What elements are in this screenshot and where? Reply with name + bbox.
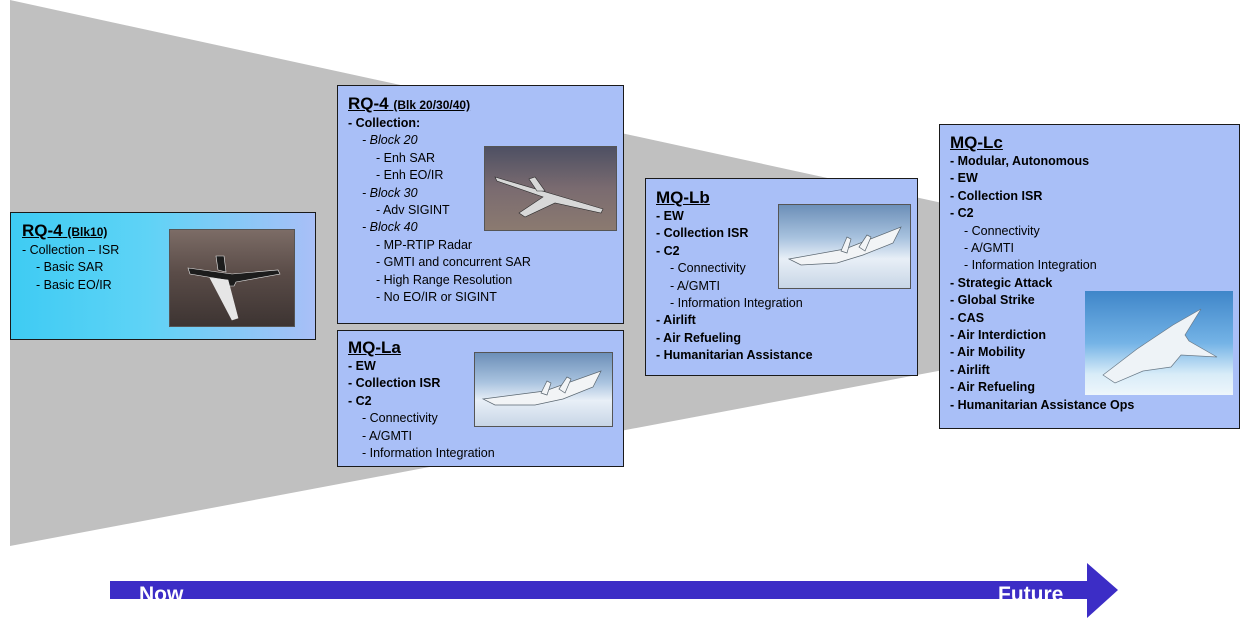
list-item: - No EO/IR or SIGINT — [376, 290, 497, 305]
card-title: MQ-La — [348, 338, 401, 357]
list-item: - Block 30 — [362, 185, 418, 200]
list-item: - Connectivity — [964, 223, 1040, 238]
list-item: - Block 40 — [362, 220, 418, 235]
list-item: - Strategic Attack — [950, 275, 1053, 290]
card-title: RQ-4 (Blk 20/30/40) — [348, 94, 471, 113]
mq-la-blended-wing-photo — [474, 352, 613, 427]
rq4-global-hawk-photo — [169, 229, 295, 327]
list-item: - Connectivity — [362, 411, 438, 426]
list-item: - A/GMTI — [362, 428, 412, 443]
list-item: - Air Interdiction — [950, 328, 1047, 343]
list-item: - Collection ISR — [656, 226, 749, 241]
list-item: - Enh SAR — [376, 150, 436, 165]
list-item: - C2 — [348, 393, 372, 408]
list-item: - Airlift — [950, 362, 990, 377]
timeline-arrow-shape — [110, 563, 1118, 618]
list-item: - A/GMTI — [670, 278, 720, 293]
list-item: - Basic EO/IR — [36, 277, 112, 292]
list-item: - Air Refueling — [950, 380, 1035, 395]
list-item: - C2 — [656, 243, 680, 258]
timeline-future-label: Future — [998, 583, 1064, 606]
list-item: - Connectivity — [670, 261, 746, 276]
list-item: - EW — [950, 171, 978, 186]
list-item: - EW — [656, 209, 684, 223]
list-item: - CAS — [950, 310, 985, 325]
card-mq-la: MQ-La - EW - Collection ISR - C2 - Conne… — [337, 330, 624, 467]
list-item: - A/GMTI — [964, 241, 1014, 256]
list-item: - EW — [348, 359, 376, 373]
list-item: - Adv SIGINT — [376, 203, 450, 218]
list-item: - MP-RTIP Radar — [376, 237, 473, 252]
list-item: - Collection ISR — [348, 376, 441, 391]
card-rq4-blk20-30-40: RQ-4 (Blk 20/30/40) - Collection: - Bloc… — [337, 85, 624, 324]
list-item: - Global Strike — [950, 293, 1035, 308]
card-mq-lb: MQ-Lb - EW - Collection ISR - C2 - Conne… — [645, 178, 918, 376]
card-title: RQ-4 (Blk10) — [22, 221, 108, 240]
card-title: MQ-Lc — [950, 133, 1003, 152]
list-item: - Collection: — [348, 116, 421, 130]
list-item: - Modular, Autonomous — [950, 154, 1090, 168]
list-item: - C2 — [950, 206, 974, 221]
timeline-arrow — [110, 563, 1118, 618]
list-item: - Airlift — [656, 313, 696, 328]
rq4-block20-in-flight-photo — [484, 146, 617, 231]
list-item: - GMTI and concurrent SAR — [376, 255, 531, 270]
list-item: - Humanitarian Assistance — [656, 348, 813, 363]
mq-lc-flying-wing-photo — [1085, 291, 1233, 395]
list-item: - Basic SAR — [36, 260, 104, 275]
list-item: - High Range Resolution — [376, 272, 513, 287]
list-item: - Information Integration — [964, 258, 1097, 273]
list-item: - Enh EO/IR — [376, 168, 444, 183]
card-mq-lc: MQ-Lc - Modular, Autonomous - EW - Colle… — [939, 124, 1240, 429]
card-rq4-blk10: RQ-4 (Blk10) - Collection – ISR - Basic … — [10, 212, 316, 340]
list-item: - Air Mobility — [950, 345, 1026, 360]
timeline-now-label: Now — [139, 583, 184, 606]
list-item: - Information Integration — [670, 296, 803, 311]
card-title: MQ-Lb — [656, 188, 710, 207]
mq-lb-blended-wing-photo — [778, 204, 911, 289]
list-item: - Collection ISR — [950, 188, 1043, 203]
list-item: - Humanitarian Assistance Ops — [950, 397, 1135, 412]
list-item: - Information Integration — [362, 446, 495, 461]
list-item: - Air Refueling — [656, 330, 741, 345]
list-item: - Block 20 — [362, 133, 418, 148]
list-item: - Collection – ISR — [22, 243, 120, 257]
